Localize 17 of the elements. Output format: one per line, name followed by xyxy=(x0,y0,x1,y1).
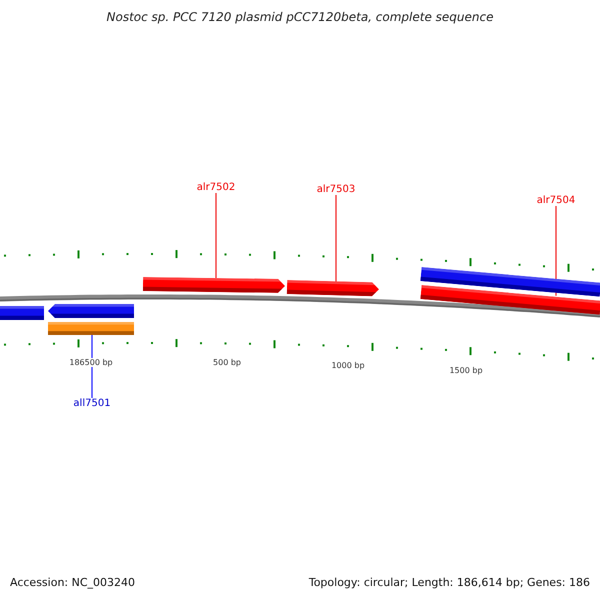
scale-label: 1000 bp xyxy=(331,361,365,370)
title: Nostoc sp. PCC 7120 plasmid pCC7120beta, complete sequence xyxy=(106,10,494,24)
gene-feature xyxy=(286,280,380,296)
gene-feature xyxy=(48,304,134,318)
gene-label: alr7503 xyxy=(316,184,356,195)
sequence-info-note: Topology: circular; Length: 186,614 bp; Genes: 186 xyxy=(308,576,590,589)
gene-feature xyxy=(142,277,286,293)
gene-bar xyxy=(0,306,44,320)
gene-bar xyxy=(420,285,600,315)
scale-label: 186500 bp xyxy=(69,358,113,367)
gene-label: all7501 xyxy=(73,398,111,409)
scale-label: 500 bp xyxy=(213,358,241,367)
accession-note: Accession: NC_003240 xyxy=(10,576,136,589)
gene-label: alr7502 xyxy=(196,182,236,193)
gene-label: alr7504 xyxy=(536,195,576,206)
gene-bar xyxy=(48,322,134,335)
scale-label: 1500 bp xyxy=(449,366,483,375)
